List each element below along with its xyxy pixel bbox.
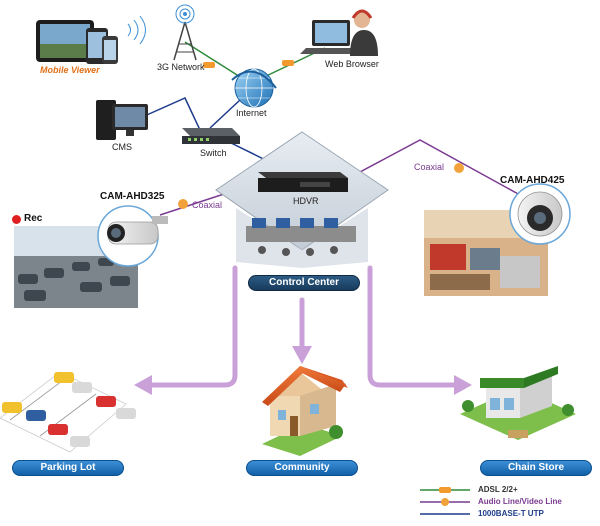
- adsl-badge-1: [203, 62, 215, 68]
- distribution-arrows: [147, 265, 458, 388]
- internet-label: Internet: [236, 108, 267, 118]
- arrowhead-community: [292, 346, 312, 364]
- rec-dot-icon: [12, 215, 21, 224]
- coaxial-right-label: Coaxial: [414, 162, 445, 172]
- dome-camera-icon: [509, 183, 571, 245]
- wave-3: [139, 15, 146, 45]
- community-pill: Community: [246, 460, 358, 476]
- wave-1: [127, 23, 131, 37]
- wave-2: [133, 19, 139, 41]
- cars: [2, 372, 136, 447]
- web-browser-icon: [300, 9, 378, 56]
- link-3g-internet: [184, 41, 246, 81]
- mobile-viewer-label: Mobile Viewer: [40, 65, 100, 75]
- control-center-platform: [215, 131, 389, 268]
- arrowhead-store: [454, 375, 472, 395]
- legend-badge-av: [441, 498, 449, 506]
- link-badges: [178, 60, 464, 209]
- cam-left-label: CAM-AHD325: [100, 191, 165, 202]
- switch-label: Switch: [200, 148, 227, 158]
- link-internet-switch: [209, 99, 241, 129]
- internet-globe-icon: [231, 68, 277, 108]
- hdvr-label: HDVR: [293, 196, 319, 206]
- adsl-badge-2: [282, 60, 294, 66]
- legend-adsl-label: ADSL 2/2+: [478, 485, 518, 494]
- cam-right-label: CAM-AHD425: [500, 175, 565, 186]
- legend-badge-adsl: [439, 487, 451, 493]
- rec-label: Rec: [24, 213, 43, 224]
- switch-icon: [182, 128, 240, 144]
- legend-av-label: Audio Line/Video Line: [478, 497, 562, 506]
- av-badge-right: [454, 163, 464, 173]
- chain-store-pill: Chain Store: [480, 460, 592, 476]
- link-camright-hdvr: [344, 139, 521, 196]
- house-illustration: [262, 366, 348, 456]
- cms-label: CMS: [112, 142, 132, 152]
- arrow-to-parking: [147, 265, 238, 388]
- parking-lot-illustration: [0, 371, 136, 453]
- arrow-to-store: [367, 265, 458, 388]
- legend-utp-label: 1000BASE-T UTP: [478, 509, 544, 518]
- av-badge-left: [178, 199, 188, 209]
- parking-lot-pill: Parking Lot: [12, 460, 124, 476]
- coaxial-left-label: Coaxial: [192, 200, 223, 210]
- arrow-heads: [134, 346, 472, 395]
- 3g-network-label: 3G Network: [157, 62, 205, 72]
- web-browser-label: Web Browser: [325, 59, 379, 69]
- cms-computer-icon: [96, 100, 148, 140]
- store-illustration: [460, 366, 576, 440]
- legend-swatches: [420, 487, 470, 515]
- arrowhead-parking: [134, 375, 152, 395]
- link-cms-switch: [139, 97, 201, 131]
- mobile-viewer-icon: [36, 20, 118, 64]
- control-center-pill: Control Center: [248, 275, 360, 291]
- tower-icon: [173, 4, 197, 61]
- bullet-camera-icon: [97, 205, 168, 267]
